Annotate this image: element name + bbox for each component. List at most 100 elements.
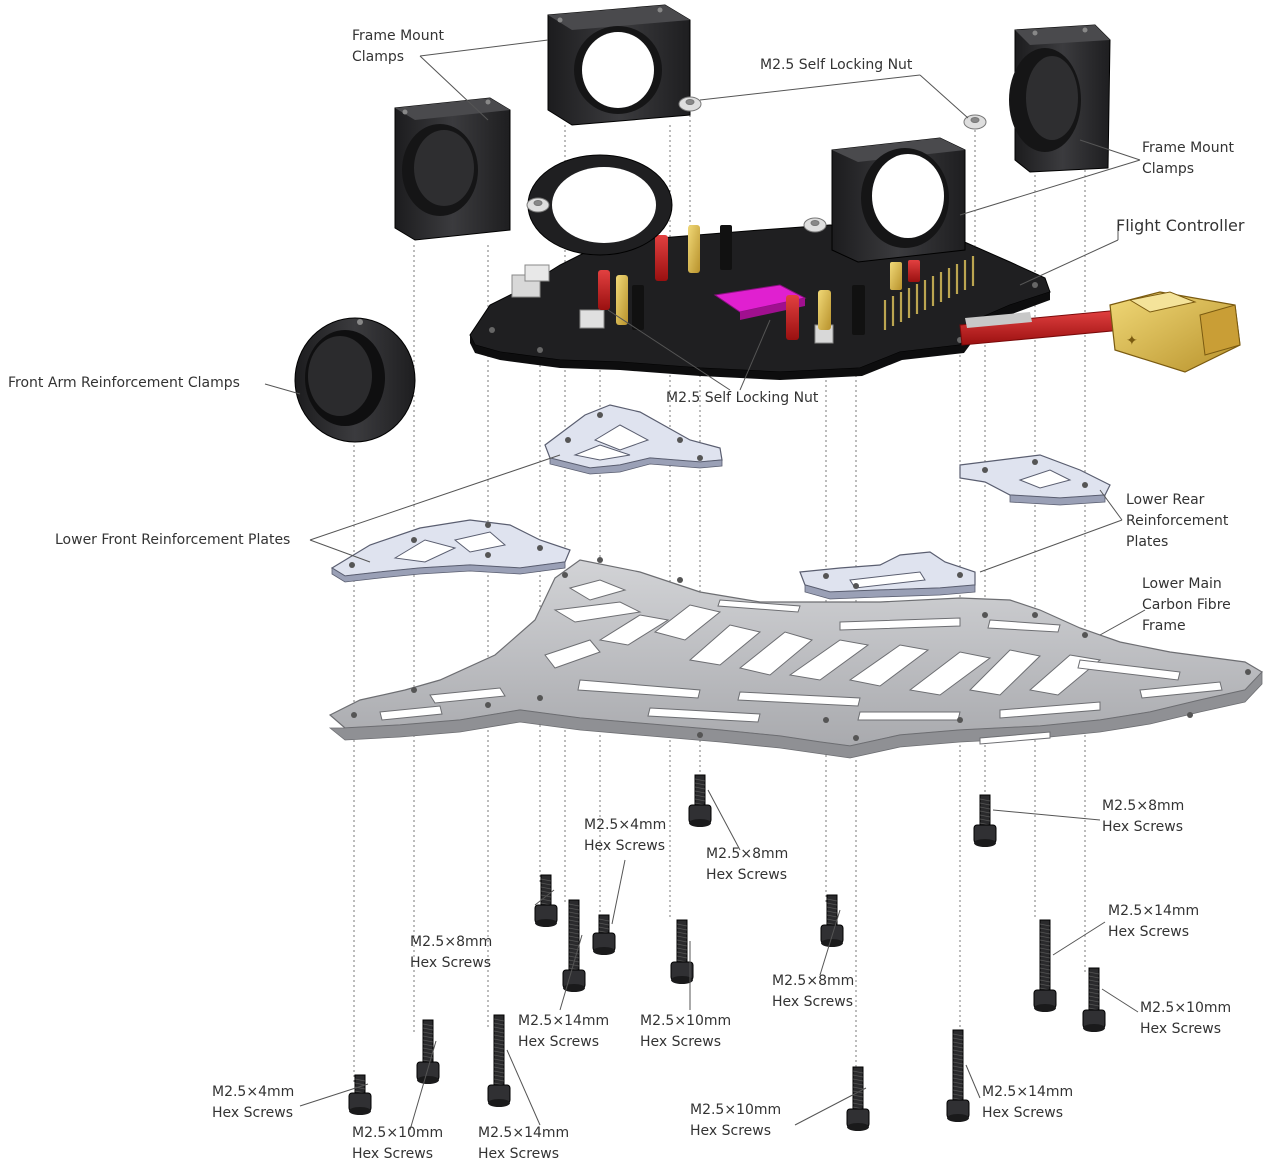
label-line: Lower Front Reinforcement Plates: [55, 532, 291, 548]
label-screw: M2.5×14mm Hex Screws: [982, 1082, 1073, 1124]
lower-main-frame: [328, 557, 1263, 759]
label-line: M2.5×4mm: [584, 817, 667, 833]
screw-leader-line: [819, 909, 841, 976]
label-line: Lower Rear: [1126, 492, 1205, 508]
label-line: Hex Screws: [352, 1146, 434, 1162]
label-screw: M2.5×4mm Hex Screws: [212, 1082, 294, 1124]
hex-screw: [670, 919, 694, 1010]
screw-leader-line: [409, 1040, 437, 1131]
hex-screw: [973, 794, 1101, 847]
label-screw: M2.5×14mm Hex Screws: [518, 1011, 609, 1053]
screw-leader-line: [1101, 988, 1139, 1013]
hex-screw: [1033, 919, 1106, 1012]
hex-screw: [946, 1029, 981, 1122]
hex-screw: [819, 894, 844, 976]
label-self-locking-nut-mid: M2.5 Self Locking Nut: [666, 388, 818, 409]
hex-screw: [688, 774, 741, 851]
label-line: M2.5×10mm: [690, 1102, 782, 1118]
label-line: Clamps: [1142, 161, 1195, 177]
label-line: Frame Mount: [352, 28, 444, 44]
label-line: Hex Screws: [1102, 819, 1184, 835]
frame-mount-clamp-top-center: [547, 4, 691, 126]
label-line: Hex Screws: [690, 1123, 772, 1139]
flight-controller-board: [469, 224, 1051, 380]
label-screw: M2.5×8mm Hex Screws: [1102, 796, 1184, 838]
hex-screw: [299, 1074, 372, 1115]
label-screw: M2.5×4mm Hex Screws: [584, 815, 666, 857]
leader-lines: [264, 39, 1146, 636]
screw-leader-line: [534, 889, 555, 906]
screw-shaft: [952, 1029, 964, 1101]
label-line: M2.5×4mm: [212, 1084, 295, 1100]
label-line: M2.5×8mm: [410, 934, 493, 950]
label-line: Hex Screws: [982, 1105, 1064, 1121]
hex-screws: [299, 774, 1139, 1131]
screw-leader-line: [559, 934, 583, 1011]
label-line: M2.5×8mm: [706, 846, 789, 862]
screw-leader-line: [506, 1049, 541, 1126]
label-line: Hex Screws: [640, 1034, 722, 1050]
self-locking-nuts: [526, 96, 987, 233]
label-screw: M2.5×10mm Hex Screws: [1140, 998, 1231, 1040]
hex-screw: [1082, 967, 1139, 1032]
label-line: M2.5×10mm: [352, 1125, 444, 1141]
label-line: Hex Screws: [1140, 1021, 1222, 1037]
screw-shaft: [493, 1014, 505, 1086]
label-front-arm-reinforcement-clamps: Front Arm Reinforcement Clamps: [8, 373, 240, 394]
label-line: Hex Screws: [706, 867, 788, 883]
screw-leader-line: [1052, 921, 1106, 956]
label-line: Hex Screws: [1108, 924, 1190, 940]
label-line: Hex Screws: [518, 1034, 600, 1050]
label-line: Carbon Fibre: [1142, 597, 1231, 613]
screw-leader-line: [299, 1083, 369, 1107]
label-line: M2.5×8mm: [1102, 798, 1185, 814]
label-line: Hex Screws: [212, 1105, 294, 1121]
label-line: M2.5×10mm: [640, 1013, 732, 1029]
label-screw: M2.5×10mm Hex Screws: [640, 1011, 731, 1053]
svg-text:✦: ✦: [1126, 333, 1138, 349]
label-line: Front Arm Reinforcement Clamps: [8, 375, 240, 391]
label-frame-mount-clamps-right: Frame Mount Clamps: [1142, 138, 1234, 180]
label-line: M2.5 Self Locking Nut: [666, 390, 819, 406]
label-screw: M2.5×14mm Hex Screws: [1108, 901, 1199, 943]
label-lower-rear-reinforcement-plates: Lower Rear Reinforcement Plates: [1126, 490, 1228, 553]
label-line: Plates: [1126, 534, 1169, 550]
rear-plate-lower: [799, 551, 976, 600]
label-line: Reinforcement: [1126, 513, 1229, 529]
front-arm-reinforcement-clamp: [294, 317, 416, 443]
hex-screw: [592, 859, 626, 955]
label-line: Lower Main: [1142, 576, 1222, 592]
label-line: Frame Mount: [1142, 140, 1234, 156]
label-line: Flight Controller: [1116, 216, 1245, 235]
label-lower-main-carbon-fibre-frame: Lower Main Carbon Fibre Frame: [1142, 574, 1231, 637]
label-line: M2.5×14mm: [478, 1125, 570, 1141]
frame-mount-clamp-right-board: [831, 137, 966, 263]
label-line: M2.5 Self Locking Nut: [760, 57, 913, 73]
label-flight-controller: Flight Controller: [1116, 215, 1244, 236]
screw-leader-line: [965, 1064, 981, 1099]
hex-screw: [534, 874, 558, 927]
label-screw: M2.5×8mm Hex Screws: [706, 844, 788, 886]
screw-leader-line: [992, 809, 1101, 821]
hex-screw: [794, 1066, 870, 1131]
label-screw: M2.5×8mm Hex Screws: [410, 932, 492, 974]
label-screw: M2.5×10mm Hex Screws: [352, 1123, 443, 1165]
ring-clamp-board: [527, 154, 673, 256]
screw-leader-line: [707, 789, 741, 851]
label-line: Clamps: [352, 49, 405, 65]
label-line: M2.5×14mm: [1108, 903, 1200, 919]
frame-mount-clamp-top-left: [394, 97, 511, 241]
power-connector: ✦: [959, 291, 1241, 373]
label-line: M2.5×8mm: [772, 973, 855, 989]
rear-plate-upper: [959, 454, 1111, 506]
hex-screw: [487, 1014, 541, 1126]
front-plate-upper: [544, 404, 723, 475]
screw-shaft: [1039, 919, 1051, 991]
label-line: Hex Screws: [584, 838, 666, 854]
frame-mount-clamp-top-right: [1009, 24, 1111, 173]
label-line: Hex Screws: [478, 1146, 560, 1162]
screw-shaft: [568, 899, 580, 971]
hex-screw: [559, 899, 586, 1011]
